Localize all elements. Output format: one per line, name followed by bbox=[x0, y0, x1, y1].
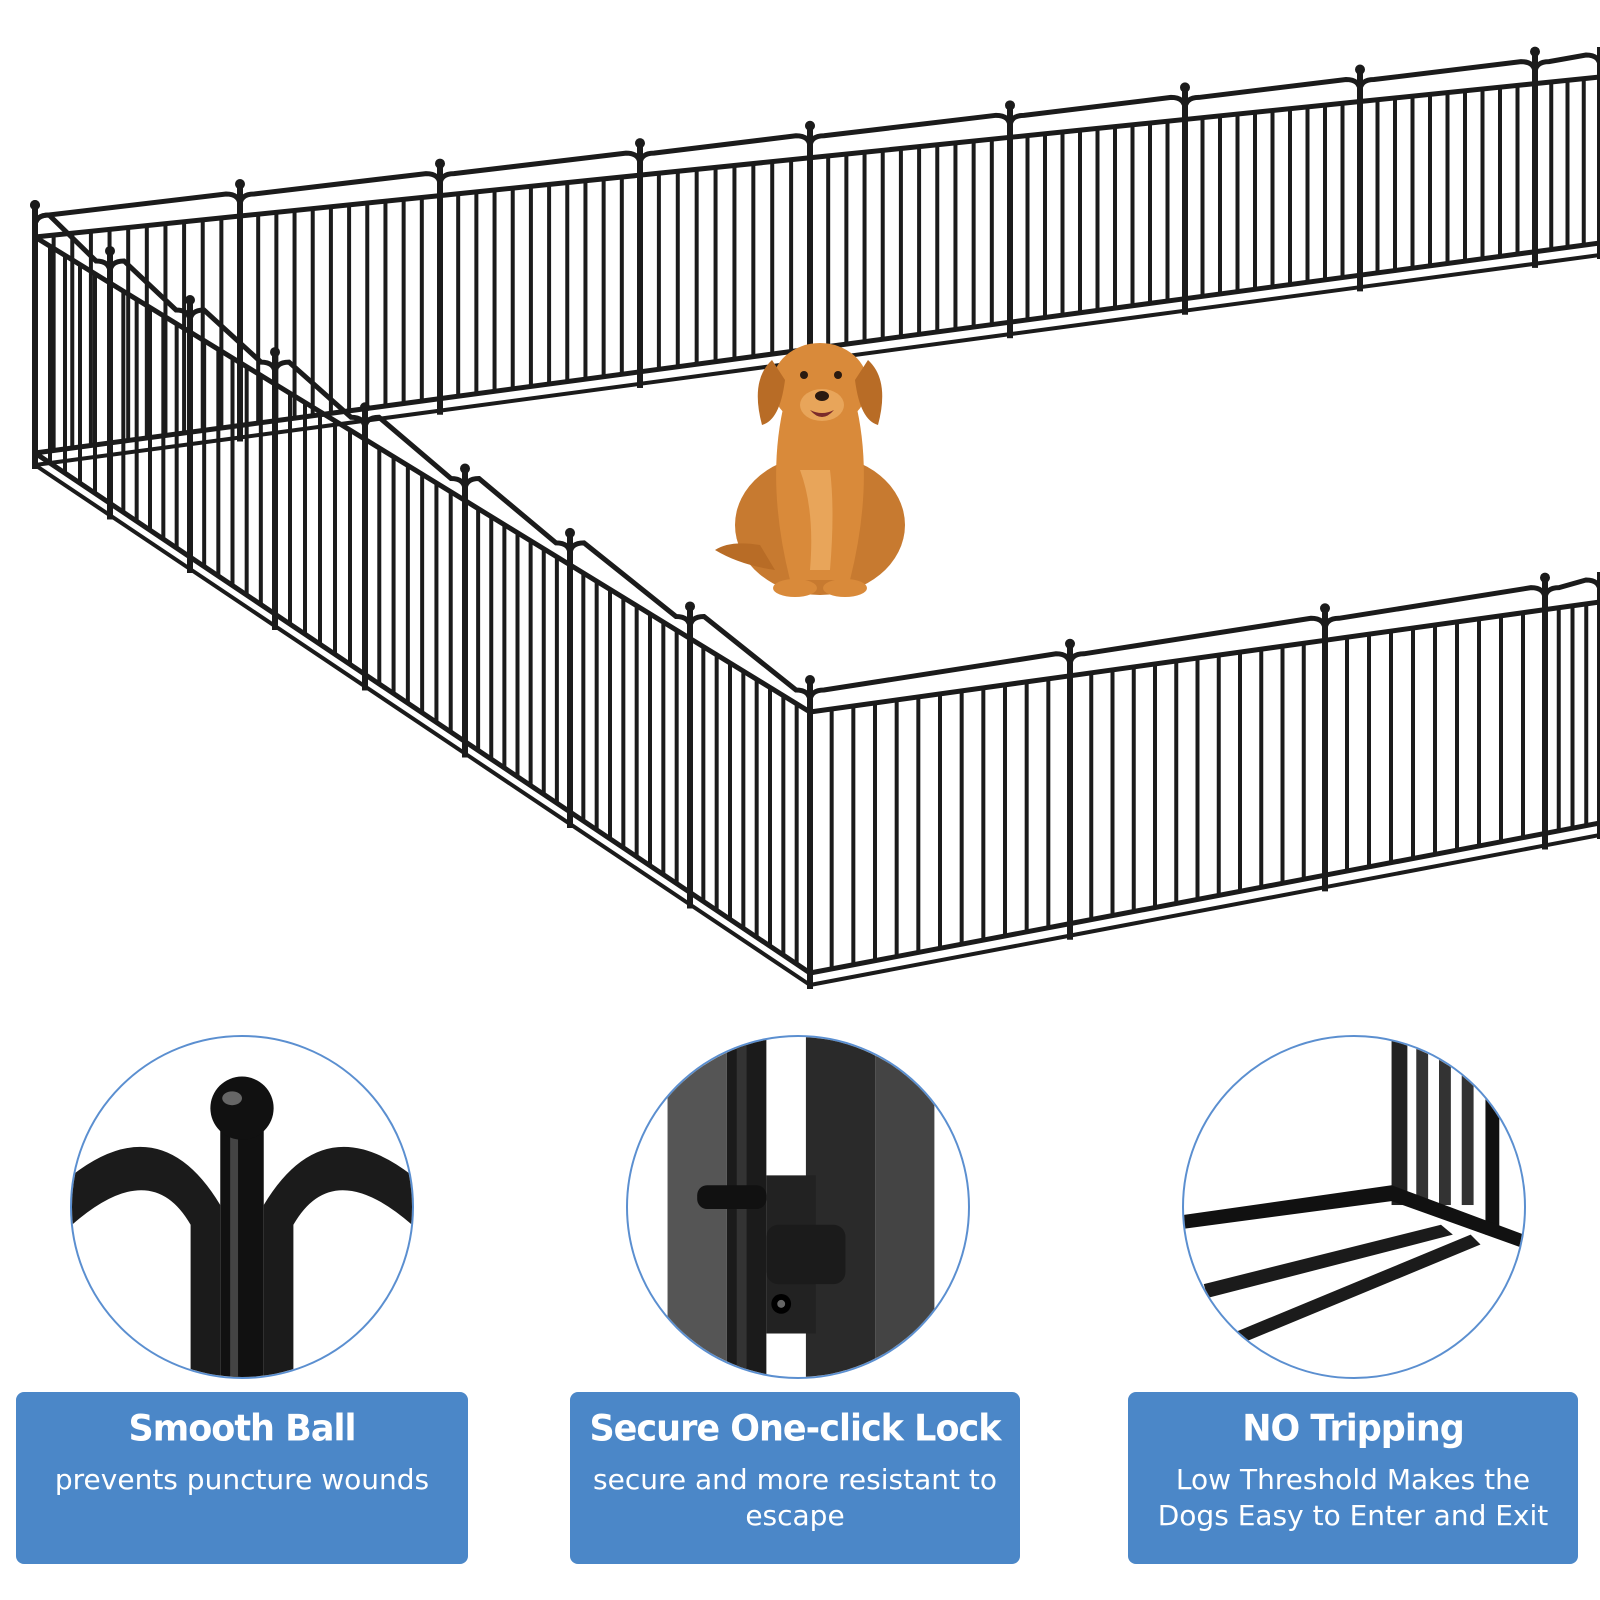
fence-panel-part bbox=[270, 347, 280, 358]
feature-box-no-tripping: NO Tripping Low Threshold Makes the Dogs… bbox=[1128, 1392, 1578, 1564]
fence-panel-part bbox=[1065, 638, 1075, 649]
golden-retriever-icon bbox=[715, 343, 905, 597]
feature-title: NO Tripping bbox=[1242, 1408, 1465, 1450]
ball-finial-icon bbox=[72, 1076, 412, 1377]
fence-panel-part bbox=[439, 172, 641, 199]
fence-panel-part bbox=[1320, 603, 1330, 614]
fence-panel-part bbox=[688, 636, 812, 715]
fence-panel-part bbox=[237, 171, 443, 207]
fence-panel-part bbox=[363, 684, 467, 756]
feature-description: prevents puncture wounds bbox=[54, 1463, 430, 1496]
fence-panel-part bbox=[635, 138, 645, 149]
fence-panel-part bbox=[809, 933, 1071, 987]
fence-panel-part bbox=[685, 601, 695, 612]
detail-circle-smooth-ball bbox=[70, 1035, 414, 1379]
fence-panel-part bbox=[435, 158, 445, 169]
fence-panel-part bbox=[188, 567, 277, 628]
fence-panel-part bbox=[33, 234, 112, 286]
fence-panel-part bbox=[1532, 52, 1600, 74]
fence-panel-part bbox=[460, 463, 470, 474]
fence-panel-part bbox=[463, 751, 572, 826]
fence-panel-part bbox=[439, 369, 641, 402]
fence-panel-part bbox=[1069, 885, 1326, 938]
feature-box-smooth-ball: Smooth Ball prevents puncture wounds bbox=[16, 1392, 468, 1564]
fence-panel-part bbox=[639, 346, 811, 375]
fence-panel-part bbox=[1544, 820, 1600, 836]
latch-lock-icon bbox=[667, 1037, 935, 1377]
fence-panel-part bbox=[1355, 64, 1365, 75]
playpen-fence-scene bbox=[30, 46, 1600, 989]
back-fence-row bbox=[30, 46, 1600, 469]
fence-panel-part bbox=[235, 179, 245, 190]
fence-panel-part bbox=[33, 463, 112, 517]
fence-panel-part bbox=[1542, 577, 1600, 600]
feature-title: Smooth Ball bbox=[128, 1408, 357, 1450]
fence-panel-part bbox=[105, 245, 115, 256]
fence-panel-part bbox=[1324, 843, 1546, 890]
fence-panel-part bbox=[568, 809, 692, 895]
feature-box-lock: Secure One-click Lock secure and more re… bbox=[570, 1392, 1020, 1564]
fence-panel-part bbox=[568, 822, 692, 907]
feature-title: Secure One-click Lock bbox=[589, 1408, 1001, 1450]
detail-circle-threshold bbox=[1182, 1035, 1526, 1379]
fence-panel-part bbox=[1005, 100, 1015, 111]
threshold-base-icon bbox=[1184, 1037, 1524, 1368]
fence-panel-part bbox=[687, 613, 813, 703]
fence-panel-part bbox=[1009, 308, 1186, 337]
fence-panel-part bbox=[1530, 46, 1540, 57]
fence-panel-part bbox=[1544, 833, 1600, 848]
fence-panel-part bbox=[1184, 285, 1361, 313]
feature-description: secure and more resistant to escape bbox=[593, 1463, 997, 1532]
fence-panel-part bbox=[565, 527, 575, 538]
fence-panel-part bbox=[439, 381, 641, 413]
fence-panel-part bbox=[32, 191, 243, 228]
fence-panel-part bbox=[1540, 572, 1550, 583]
fence-panel-part bbox=[363, 672, 467, 744]
fence-panel-part bbox=[239, 193, 441, 219]
fence-panel-part bbox=[30, 200, 40, 210]
fence-panel-part bbox=[809, 134, 1011, 161]
fence-panel-part bbox=[568, 562, 692, 641]
feature-description: Low Threshold Makes the Dogs Easy to Ent… bbox=[1157, 1463, 1549, 1532]
fence-panel-part bbox=[639, 155, 811, 178]
fence-panel-part bbox=[805, 120, 815, 131]
fence-panel-part bbox=[688, 902, 812, 987]
fence-panel-part bbox=[1534, 253, 1600, 266]
fence-panel-part bbox=[185, 295, 195, 305]
left-fence-row bbox=[30, 200, 813, 989]
fence-panel-part bbox=[363, 437, 467, 503]
fence-panel-part bbox=[437, 150, 643, 186]
fence-panel-part bbox=[108, 513, 192, 571]
detail-circle-lock bbox=[626, 1035, 970, 1379]
fence-panel-part bbox=[807, 112, 1013, 148]
fence-panel-part bbox=[809, 319, 1011, 352]
fence-panel-part bbox=[273, 624, 367, 689]
fence-panel-part bbox=[33, 450, 112, 506]
front-fence-row bbox=[805, 572, 1600, 989]
fence-panel-part bbox=[567, 540, 693, 629]
fence-panel-part bbox=[805, 675, 815, 685]
fence-panel-part bbox=[1180, 82, 1190, 93]
fence-panel-part bbox=[360, 402, 370, 413]
fence-panel-part bbox=[1359, 261, 1536, 290]
fence-panel-part bbox=[688, 890, 812, 976]
